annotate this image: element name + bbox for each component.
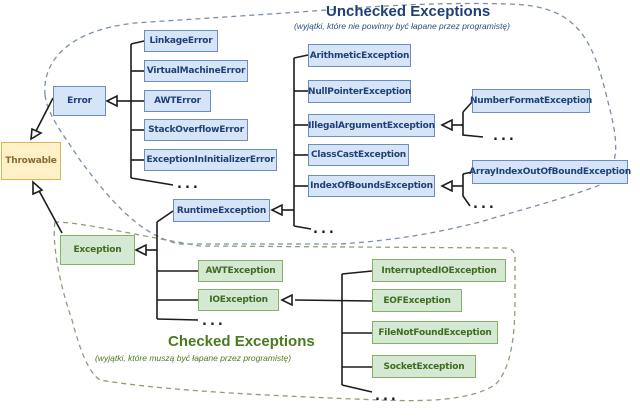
ellipsis-error-children: ... xyxy=(177,177,201,192)
node-exception[interactable]: Exception xyxy=(60,235,135,265)
unchecked-region-boundary xyxy=(44,2,617,245)
node-class-cast-exception[interactable]: ClassCastException xyxy=(308,144,409,166)
node-interrupted-io-exception[interactable]: InterruptedIOException xyxy=(372,259,506,282)
node-array-index-out-of-bound-exception[interactable]: ArrayIndexOutOfBoundException xyxy=(469,160,631,184)
node-illegal-argument-exception[interactable]: IllegalArgumentException xyxy=(308,114,435,137)
unchecked-region-title: Unchecked Exceptions xyxy=(326,3,491,20)
node-runtime-exception[interactable]: RuntimeException xyxy=(173,199,270,222)
node-throwable[interactable]: Throwable xyxy=(1,142,61,180)
edge-exception-throwable xyxy=(36,186,63,234)
ellipsis-runtime-children: ... xyxy=(313,222,337,237)
node-index-of-bounds-exception[interactable]: IndexOfBoundsException xyxy=(308,175,435,197)
node-awt-error[interactable]: AWTError xyxy=(144,90,211,112)
arrowhead-error xyxy=(105,94,118,108)
arrowhead-io xyxy=(280,293,293,307)
node-null-pointer-exception[interactable]: NullPointerException xyxy=(308,80,411,103)
arrowhead-throwable-top xyxy=(30,127,43,141)
node-exception-in-initializer-error[interactable]: ExceptionInInitializerError xyxy=(144,149,277,171)
node-arithmetic-exception[interactable]: ArithmeticException xyxy=(308,44,411,67)
node-io-exception[interactable]: IOException xyxy=(198,289,279,311)
node-eof-exception[interactable]: EOFException xyxy=(372,289,462,312)
ellipsis-io-children: ... xyxy=(375,389,399,404)
unchecked-region-subtitle: (wyjątki, które nie powinny być łapane p… xyxy=(294,21,510,31)
node-error[interactable]: Error xyxy=(53,86,106,116)
ellipsis-index-of-bounds-children: ... xyxy=(473,197,497,212)
arrowhead-exception xyxy=(134,243,147,257)
node-stack-overflow-error[interactable]: StackOverflowError xyxy=(144,119,248,141)
checked-region-title: Checked Exceptions xyxy=(168,333,315,350)
node-number-format-exception[interactable]: NumberFormatException xyxy=(470,89,592,113)
node-file-not-found-exception[interactable]: FileNotFoundException xyxy=(372,321,498,344)
arrowhead-illegal-argument xyxy=(440,118,453,132)
arrowhead-index-of-bounds xyxy=(440,179,453,193)
edge-error-throwable xyxy=(35,97,54,132)
node-awt-exception[interactable]: AWTException xyxy=(198,260,283,282)
checked-region-subtitle: (wyjątki, które muszą być łapane przez p… xyxy=(95,353,292,363)
node-virtual-machine-error[interactable]: VirtualMachineError xyxy=(144,60,248,82)
node-linkage-error[interactable]: LinkageError xyxy=(144,30,218,52)
node-socket-exception[interactable]: SocketException xyxy=(372,355,476,378)
checked-region-boundary xyxy=(53,221,516,402)
ellipsis-exception-children: ... xyxy=(202,314,226,329)
ellipsis-illegal-argument-children: ... xyxy=(493,129,517,144)
arrowhead-runtime xyxy=(270,203,283,217)
arrowhead-throwable-bottom xyxy=(32,180,44,196)
